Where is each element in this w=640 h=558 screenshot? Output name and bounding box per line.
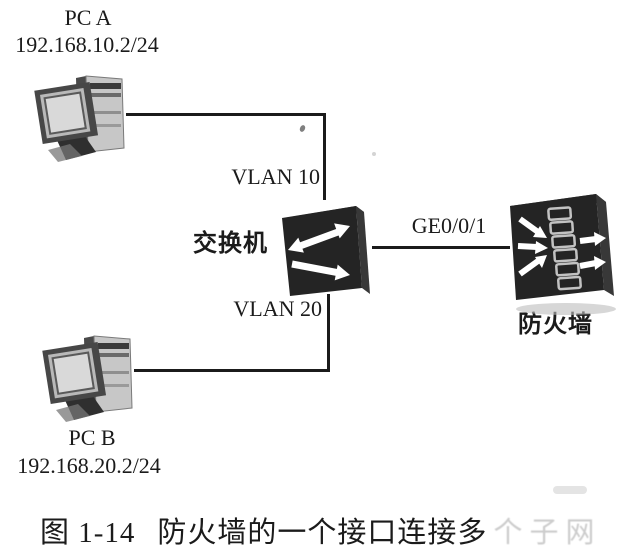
- scan-smudge: [553, 486, 587, 494]
- switch-label: 交换机: [193, 230, 268, 257]
- pc-a-node: [30, 64, 134, 164]
- vlan20-label: VLAN 20: [233, 296, 322, 321]
- link-switch-to-firewall: [372, 246, 510, 249]
- pc-b-ip: 192.168.20.2/24: [17, 453, 161, 478]
- link-switch-to-pcb-horizontal: [134, 369, 330, 372]
- pc-a-ip: 192.168.10.2/24: [15, 32, 159, 57]
- figure-number: 图 1-14: [40, 517, 136, 549]
- ge-port-label: GE0/0/1: [411, 213, 487, 238]
- firewall-label: 防火墙: [518, 311, 593, 338]
- switch-node: [276, 196, 376, 300]
- figure-caption-text: 防火墙的一个接口连接多: [157, 517, 488, 549]
- desktop-pc-icon: [34, 75, 125, 162]
- pc-b-node: [38, 324, 142, 424]
- link-pca-to-switch-vertical: [323, 113, 326, 200]
- vlan10-label: VLAN 10: [231, 164, 320, 189]
- desktop-pc-icon: [42, 335, 133, 422]
- figure-caption: 图 1-14 防火墙的一个接口连接多个子网: [40, 509, 630, 551]
- link-switch-to-pcb-vertical: [327, 294, 330, 372]
- pc-b-name: PC B: [68, 425, 116, 450]
- figure-caption-faded-text: 个子网: [493, 517, 602, 549]
- lan-switch-icon: [282, 206, 370, 296]
- pc-a-name: PC A: [64, 5, 112, 30]
- scan-speck: [372, 152, 376, 156]
- firewall-icon: [510, 194, 616, 315]
- scan-speck: [298, 124, 307, 133]
- link-pca-to-switch-horizontal: [126, 113, 326, 116]
- firewall-node: [504, 188, 624, 318]
